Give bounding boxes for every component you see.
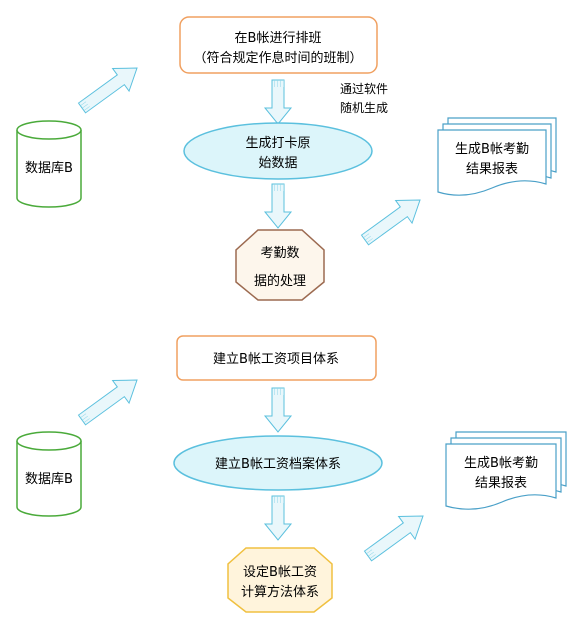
report-2-line1: 生成B帐考勤 [464, 456, 538, 471]
calc-method-line1: 设定B帐工资 [243, 565, 317, 580]
database-label: 数据库B [25, 160, 73, 176]
arrow-archive-to-calc-method [263, 495, 293, 541]
salary-archive-ellipse: 建立B帐工资档案体系 [173, 435, 383, 491]
arrow-database-to-item-system [77, 379, 138, 426]
salary-item-system-label: 建立B帐工资项目体系 [213, 352, 339, 367]
database-cylinder-2: 数据库B [16, 431, 82, 517]
salary-archive-label: 建立B帐工资档案体系 [215, 457, 341, 472]
salary-item-system-box: 建立B帐工资项目体系 [176, 335, 377, 381]
report-document: 生成B帐考勤 结果报表 [437, 117, 557, 196]
report-line1: 生成B帐考勤 [455, 142, 529, 157]
arrow-raw-data-to-processing [263, 183, 293, 229]
arrow-calc-method-to-report [363, 515, 424, 562]
report-line2: 结果报表 [466, 162, 518, 177]
arrow-schedule-to-raw-data [263, 79, 293, 125]
arrow-item-system-to-archive [263, 387, 293, 433]
arrow-processing-to-report [360, 199, 421, 246]
report-document-2: 生成B帐考勤 结果报表 [445, 431, 567, 510]
calc-method-line2: 计算方法体系 [241, 584, 319, 600]
arrow-database-to-schedule [77, 67, 138, 114]
processing-line2: 据的处理 [254, 273, 306, 289]
raw-data-ellipse: 生成打卡原 始数据 [183, 122, 373, 180]
raw-data-line2: 始数据 [258, 156, 297, 171]
database-label-2: 数据库B [25, 471, 73, 487]
raw-data-line1: 生成打卡原 [245, 136, 310, 151]
calc-method-octagon: 设定B帐工资 计算方法体系 [227, 547, 333, 613]
report-2-line2: 结果报表 [475, 476, 527, 491]
processing-octagon: 考勤数 据的处理 [235, 229, 325, 301]
annotation-line1: 通过软件 [340, 82, 388, 96]
schedule-box-line1: 在B帐进行排班 [235, 31, 322, 46]
schedule-box: 在B帐进行排班 （符合规定作息时间的班制） [179, 16, 378, 74]
software-annotation: 通过软件 随机生成 [340, 82, 388, 115]
schedule-box-line2: （符合规定作息时间的班制） [193, 50, 362, 66]
annotation-line2: 随机生成 [340, 100, 388, 115]
database-cylinder: 数据库B [16, 120, 82, 208]
processing-line1: 考勤数 [260, 246, 299, 261]
